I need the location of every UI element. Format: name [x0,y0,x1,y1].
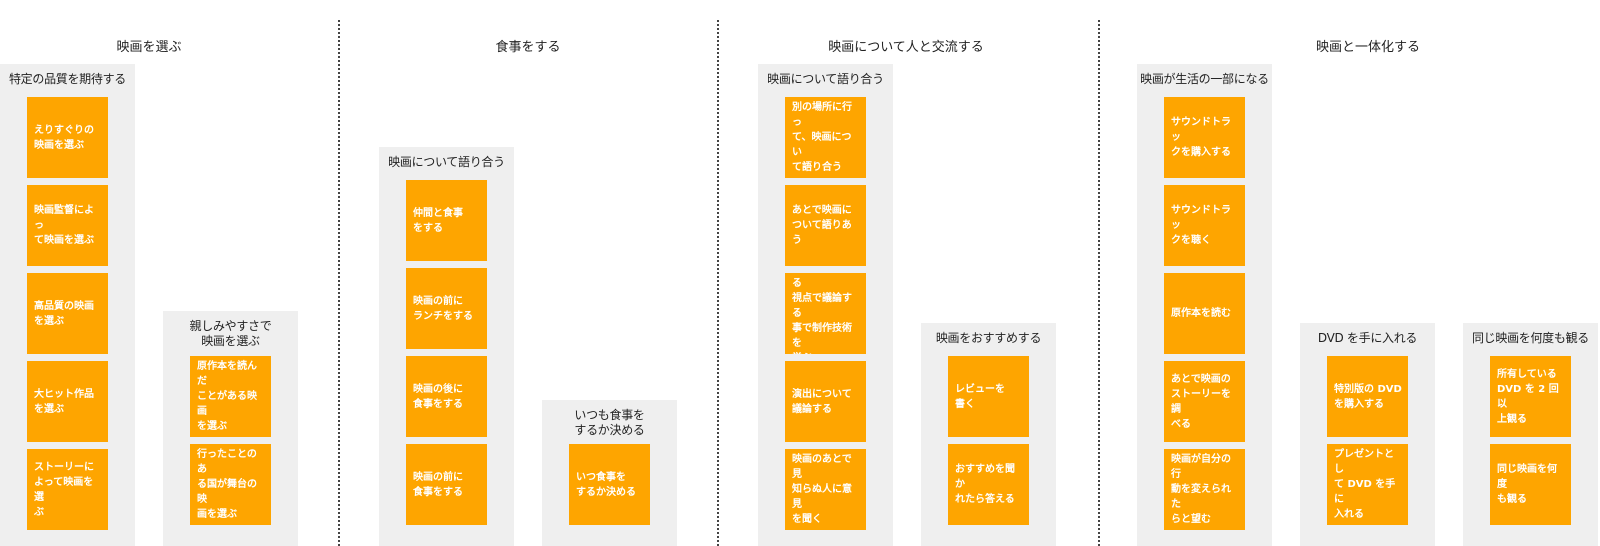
sticky-note: 映画が自分の行 動を変えられた らと望む [1164,449,1245,530]
group-talk-about-movie-meal: 映画について語り合う 仲間と食事 をする 映画の前に ランチをする 映画の後に … [379,147,514,546]
sticky-note: 大ヒット作品 を選ぶ [27,361,108,442]
sticky-note-text: 原作本を読んだ ことがある映画 を選ぶ [197,361,257,432]
sticky-note-text: 映画が自分の行 動を変えられた らと望む [1171,454,1231,525]
sticky-note-text: あとで映画の ストーリーを調 べる [1171,373,1231,430]
sticky-note: 所有している DVD を 2 回以 上観る [1490,356,1571,437]
sticky-note: おすすめを聞か れたら答える [948,444,1029,525]
section-title-interact: 映画について人と交流する [828,40,984,55]
sticky-note: あとで映画の ストーリーを調 べる [1164,361,1245,442]
sticky-note: 映画の前に 食事をする [406,444,487,525]
sticky-note-text: 原作本を読む [1171,308,1231,319]
group-decide-meal: いつも食事を するか決める いつ食事を するか決める [542,400,677,546]
group-title: 親しみやすさで 映画を選ぶ [189,319,272,348]
group-watch-repeatedly: 同じ映画を何度も観る 所有している DVD を 2 回以 上観る 同じ映画を何度… [1463,323,1598,546]
sticky-note: 映画の前に ランチをする [406,268,487,349]
sticky-note-text: 映画の後に 食事をする [413,383,463,410]
sticky-note-text: 仲間と食事 をする [413,207,463,234]
group-title: いつも食事を するか決める [574,408,645,437]
sticky-note: 特別版の DVD を購入する [1327,356,1408,437]
sticky-note-text: レビューを 書く [955,383,1005,410]
sticky-note: 仲間と食事 をする [406,180,487,261]
section-title-eat: 食事をする [495,40,561,55]
sticky-note-text: 行ったことのあ る国が舞台の映 画を選ぶ [197,449,257,520]
sticky-note-text: いつもと異なる 視点で議論する 事で制作技術を 学ぶ [792,273,852,354]
sticky-note: ストーリーに よって映画を選 ぶ [27,449,108,530]
group-expect-quality: 特定の品質を期待する えりすぐりの 映画を選ぶ 映画監督によっ て映画を選ぶ 高… [0,64,135,546]
sticky-note: プレゼントとし て DVD を手に 入れる [1327,444,1408,525]
sticky-note: サウンドトラッ クを購入する [1164,97,1245,178]
sticky-note-text: サウンドトラッ クを聴く [1171,205,1231,246]
sticky-note: 原作本を読んだ ことがある映画 を選ぶ [190,356,271,437]
group-title: 映画が生活の一部になる [1140,72,1269,86]
sticky-note-text: 特別版の DVD を購入する [1334,383,1402,410]
sticky-note-text: 映画の前に 食事をする [413,471,463,498]
sticky-note-text: あとで映画に ついて語りあう [792,205,852,246]
sticky-note: 行ったことのあ る国が舞台の映 画を選ぶ [190,444,271,525]
group-movie-part-of-life: 映画が生活の一部になる サウンドトラッ クを購入する サウンドトラッ クを聴く … [1137,64,1272,546]
sticky-note: 別の場所に行っ て、映画につい て語り合う [785,97,866,178]
sticky-note: 演出について 議論する [785,361,866,442]
sticky-note-text: サウンドトラッ クを購入する [1171,117,1231,158]
sticky-note-text: 高品質の映画 を選ぶ [34,300,94,327]
sticky-note: サウンドトラッ クを聴く [1164,185,1245,266]
sticky-note-text: 大ヒット作品 を選ぶ [34,388,94,415]
sticky-note: えりすぐりの 映画を選ぶ [27,97,108,178]
section-divider [338,20,340,546]
group-title: 特定の品質を期待する [8,72,126,86]
sticky-note-text: 別の場所に行っ て、映画につい て語り合う [792,102,852,173]
section-divider [1098,20,1100,546]
group-title: 映画について語り合う [767,72,884,86]
group-get-dvd: DVD を手に入れる 特別版の DVD を購入する プレゼントとし て DVD … [1300,323,1435,546]
section-divider [717,20,719,546]
group-recommend-movie: 映画をおすすめする レビューを 書く おすすめを聞か れたら答える [921,323,1056,546]
group-title: 同じ映画を何度も観る [1471,331,1589,345]
sticky-note-text: いつ食事を するか決める [576,471,636,498]
sticky-note-text: おすすめを聞か れたら答える [955,464,1015,505]
sticky-note-text: 同じ映画を何度 も観る [1497,464,1557,505]
group-title: 映画をおすすめする [935,331,1042,345]
sticky-note-text: えりすぐりの 映画を選ぶ [34,124,94,151]
section-title-unify: 映画と一体化する [1315,40,1421,55]
sticky-note: いつ食事を するか決める [569,444,650,525]
sticky-note-text: 映画のあとで見 知らぬ人に意見 を聞く [792,454,852,525]
sticky-note-text: 映画監督によっ て映画を選ぶ [34,205,94,246]
sticky-note-text: 所有している DVD を 2 回以 上観る [1497,368,1559,425]
group-talk-about-movie: 映画について語り合う 別の場所に行っ て、映画につい て語り合う あとで映画に … [758,64,893,546]
group-title: DVD を手に入れる [1317,331,1418,345]
sticky-note: レビューを 書く [948,356,1029,437]
sticky-note: あとで映画に ついて語りあう [785,185,866,266]
sticky-note: いつもと異なる 視点で議論する 事で制作技術を 学ぶ [785,273,866,354]
sticky-note-text: 映画の前に ランチをする [413,295,473,322]
section-title-choose-movie: 映画を選ぶ [116,40,182,55]
group-familiarity: 親しみやすさで 映画を選ぶ 原作本を読んだ ことがある映画 を選ぶ 行ったことの… [163,311,298,546]
sticky-note: 映画監督によっ て映画を選ぶ [27,185,108,266]
sticky-note: 原作本を読む [1164,273,1245,354]
sticky-note-text: ストーリーに よって映画を選 ぶ [34,461,94,518]
sticky-note: 高品質の映画 を選ぶ [27,273,108,354]
sticky-note: 同じ映画を何度 も観る [1490,444,1571,525]
sticky-note: 映画の後に 食事をする [406,356,487,437]
sticky-note: 映画のあとで見 知らぬ人に意見 を聞く [785,449,866,530]
group-title: 映画について語り合う [388,155,505,169]
sticky-note-text: プレゼントとし て DVD を手に 入れる [1334,449,1396,520]
sticky-note-text: 演出について 議論する [792,388,852,415]
